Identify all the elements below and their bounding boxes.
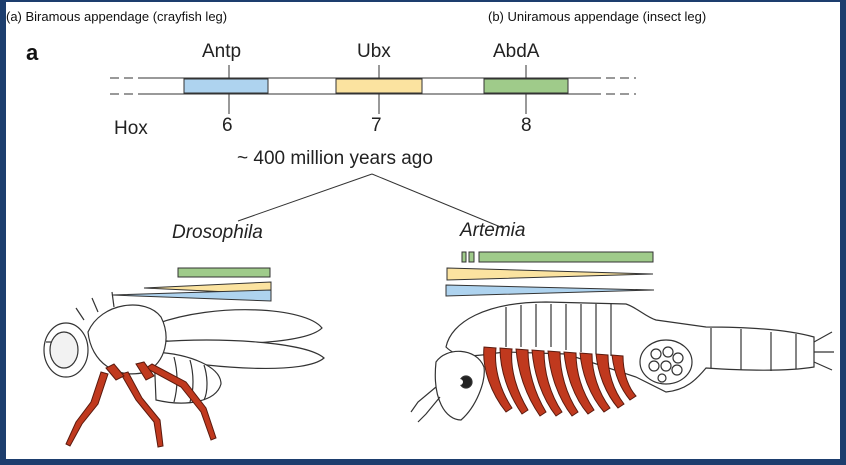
figure-graphics xyxy=(6,2,840,459)
figure-panel: (a) Biramous appendage (crayfish leg) (b… xyxy=(6,2,840,459)
gene-box-ubx xyxy=(336,79,422,93)
gene-box-abda xyxy=(484,79,568,93)
artemia-expression xyxy=(446,252,654,296)
drosophila-expression xyxy=(112,268,271,301)
artemia-thoracopods xyxy=(484,347,636,416)
gene-box-antp xyxy=(184,79,268,93)
phylogeny-lines xyxy=(238,174,503,228)
